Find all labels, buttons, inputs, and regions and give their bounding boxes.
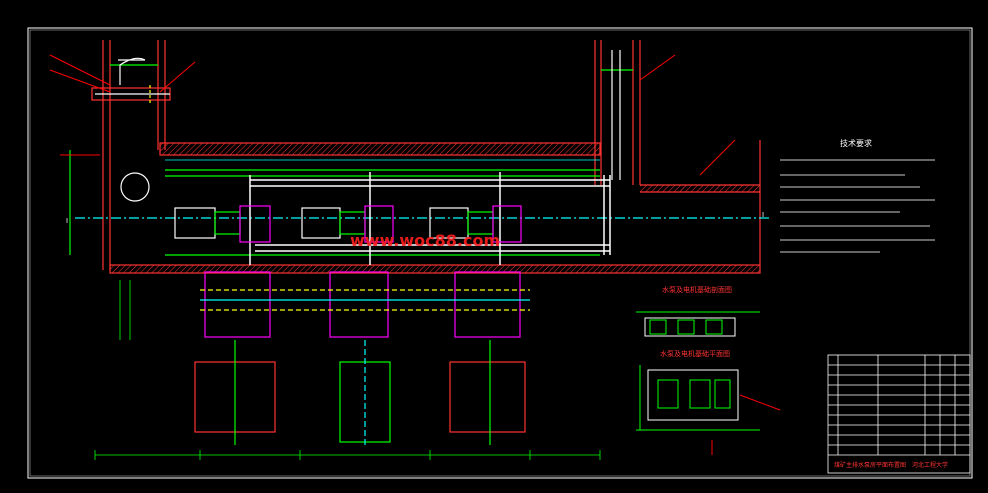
pump-unit-1 xyxy=(174,205,271,243)
drawing-title: 煤矿主排水泵房平面布置图 xyxy=(834,461,906,469)
section-detail xyxy=(636,311,760,337)
title-block xyxy=(827,354,971,474)
section-mark-left: I xyxy=(66,217,68,225)
plan-detail-title: 水泵及电机基础平面图 xyxy=(660,349,730,358)
left-shaft xyxy=(91,40,171,270)
floor-hatch xyxy=(110,265,760,273)
sump-pits xyxy=(194,271,530,445)
drawing-frame xyxy=(27,27,973,479)
section-detail-title: 水泵及电机基础剖面图 xyxy=(662,285,732,294)
university-name: 河北工程大学 xyxy=(912,461,948,469)
ceiling-hatch xyxy=(160,143,600,155)
plan-detail xyxy=(636,365,760,431)
discharge-pipes xyxy=(249,172,611,265)
watermark: www.woc88.com xyxy=(350,231,500,250)
leader-lines xyxy=(49,54,781,455)
right-shaft xyxy=(594,40,761,265)
tech-notes-body xyxy=(780,159,935,253)
right-roof-hatch xyxy=(640,185,760,192)
pump-unit-2 xyxy=(301,205,394,243)
tech-notes-title: 技术要求 xyxy=(840,138,872,148)
dimension-lines xyxy=(94,159,601,460)
pump-unit-3 xyxy=(429,205,522,243)
section-mark-right: I xyxy=(762,211,764,219)
